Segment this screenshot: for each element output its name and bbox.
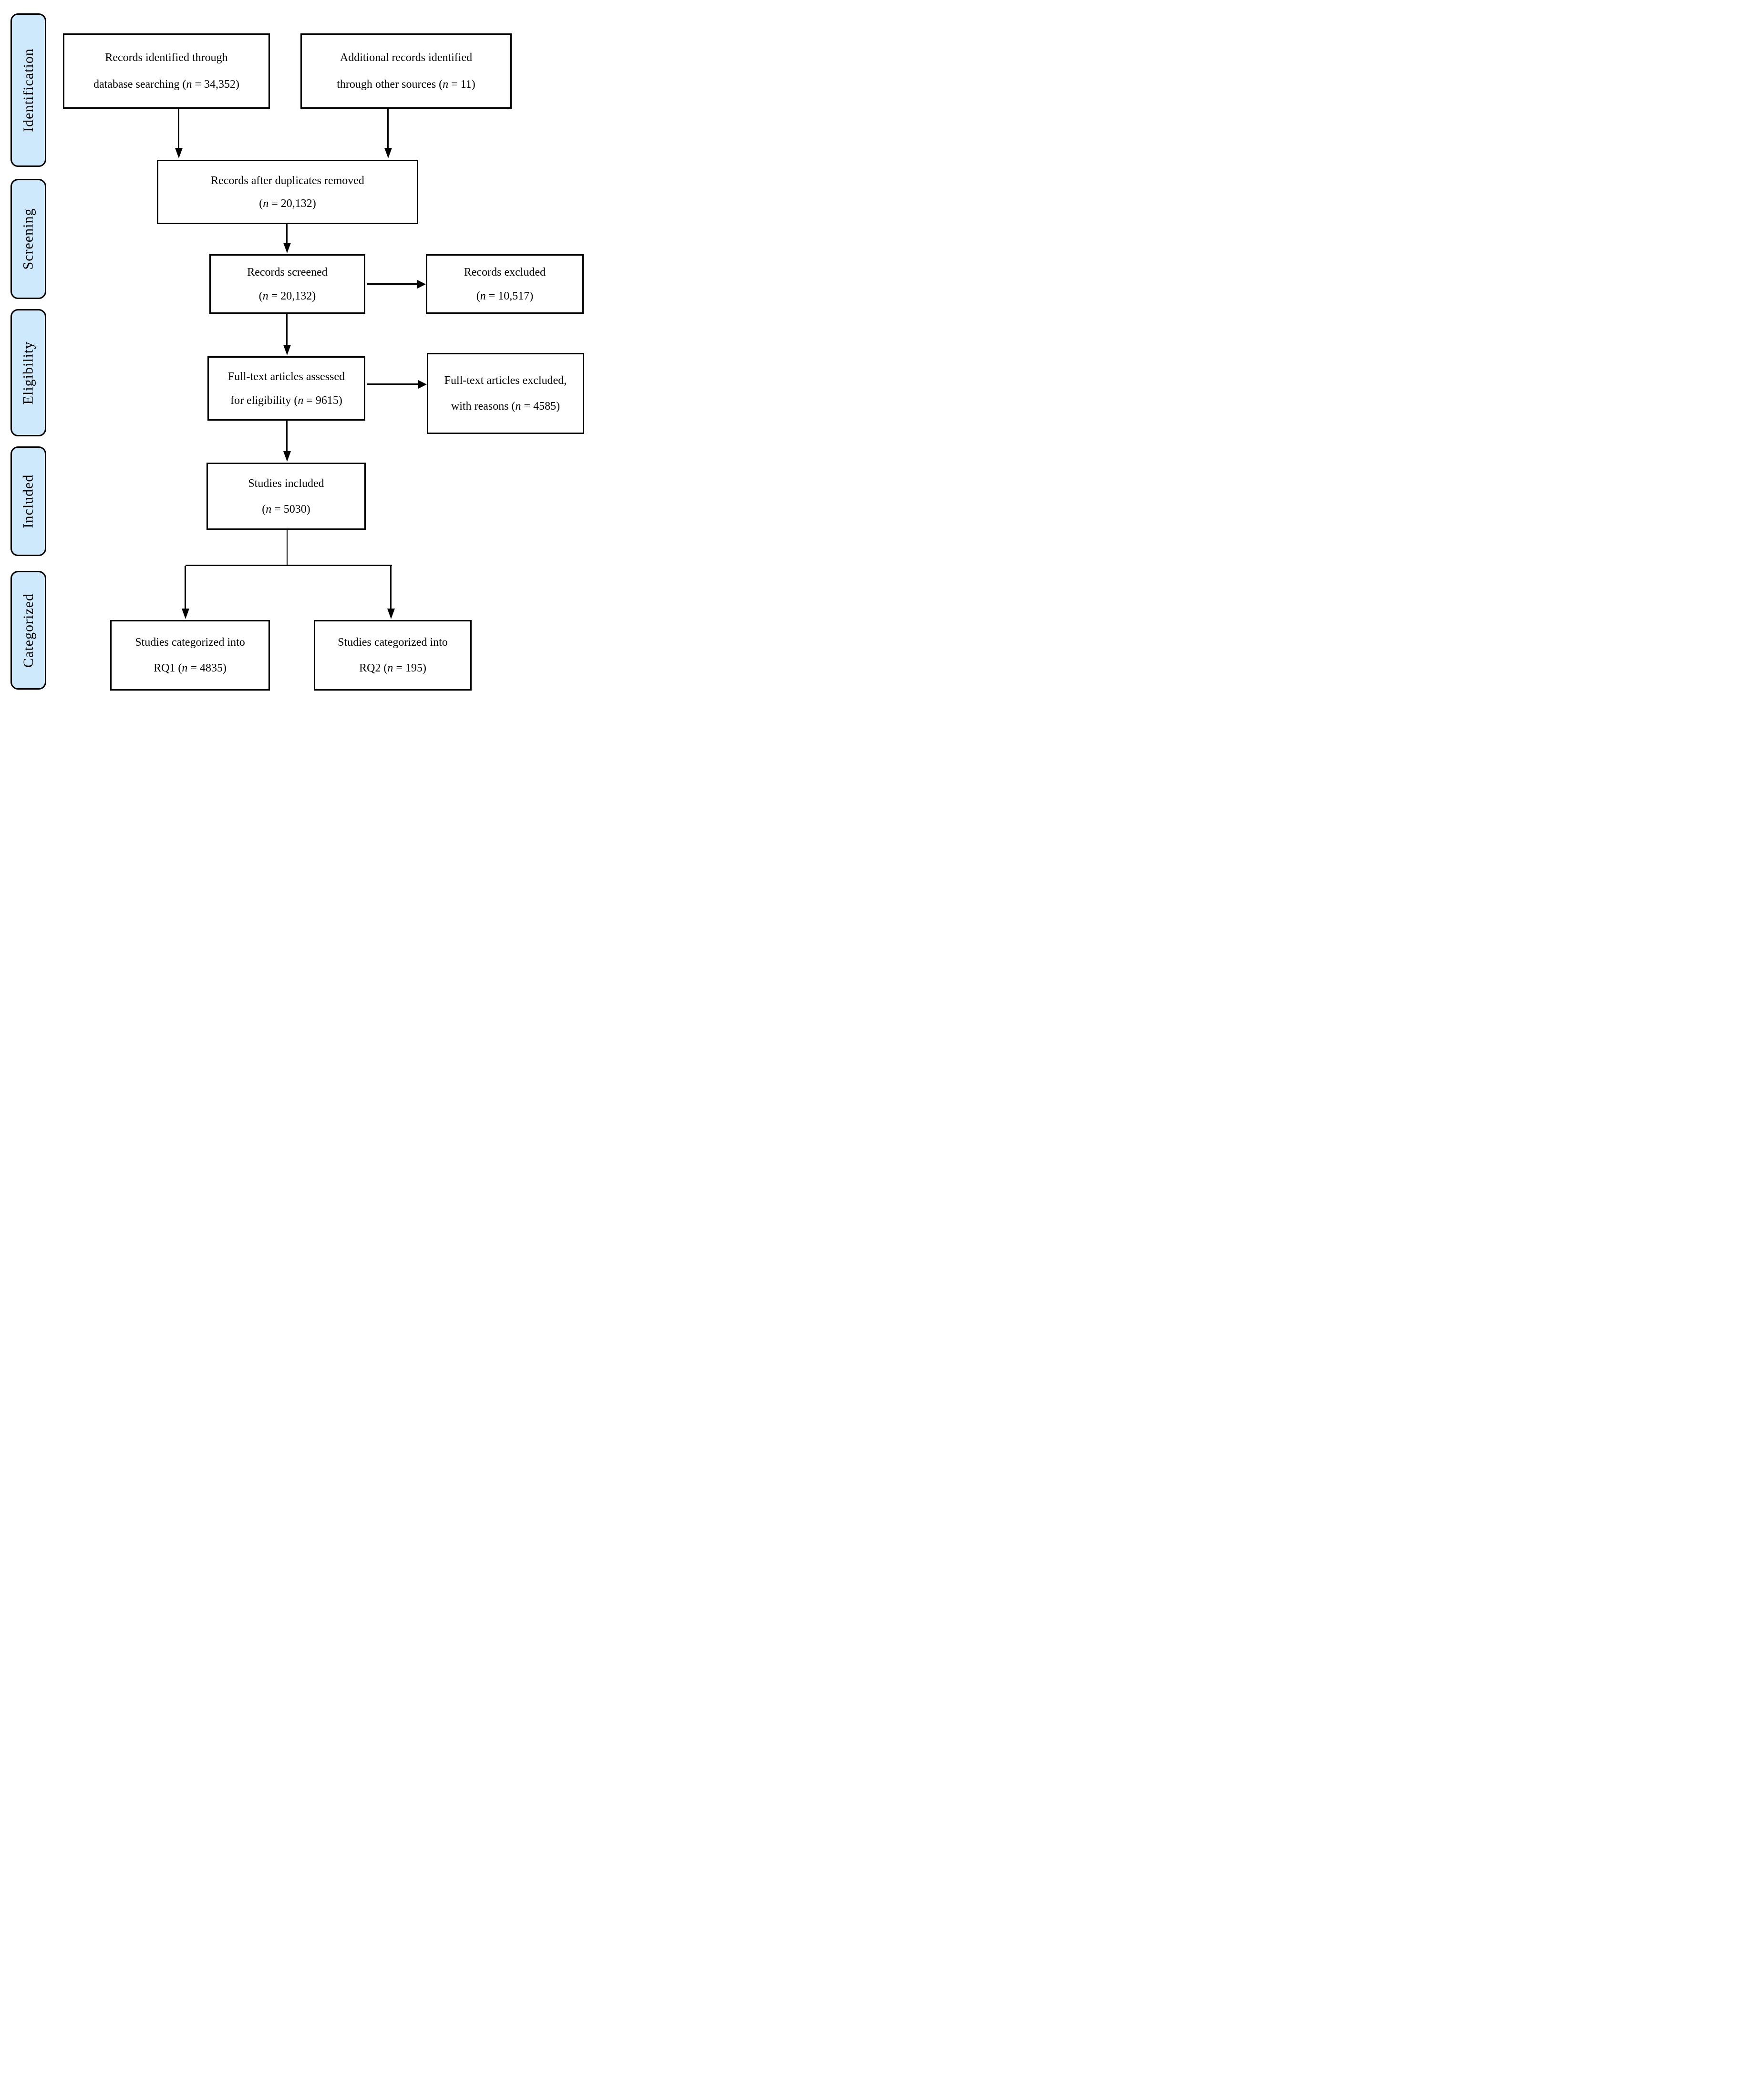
box-studies-rq1: Studies categorized into RQ1 (n = 4835): [110, 620, 270, 691]
arrow-split-to-rq2: [390, 566, 392, 609]
box-studies-included: Studies included (n = 5030): [206, 463, 366, 530]
box-text-line: database searching (n = 34,352): [93, 78, 240, 91]
box-text-line: (n = 10,517): [476, 289, 534, 302]
box-text-line: Studies categorized into: [338, 636, 448, 649]
box-text-line: RQ2 (n = 195): [359, 662, 426, 674]
box-text-line: (n = 20,132): [259, 197, 316, 210]
box-text-line: for eligibility (n = 9615): [230, 394, 342, 407]
arrow-screened-to-excluded: [367, 283, 417, 285]
box-studies-rq2: Studies categorized into RQ2 (n = 195): [314, 620, 472, 691]
box-records-excluded: Records excluded (n = 10,517): [426, 254, 584, 314]
stage-pill-identification: Identification: [10, 13, 46, 167]
connector-split-horizontal: [186, 565, 392, 566]
stage-pill-screening: Screening: [10, 179, 46, 299]
stage-pill-categorized: Categorized: [10, 571, 46, 690]
box-text-line: Records excluded: [464, 266, 546, 279]
box-additional-records: Additional records identified through ot…: [300, 33, 512, 109]
arrow-fulltext-to-included: [286, 421, 288, 451]
stage-pill-eligibility: Eligibility: [10, 309, 46, 436]
box-text-line: Records after duplicates removed: [211, 174, 364, 187]
box-text-line: through other sources (n = 11): [337, 78, 475, 91]
stage-label-included: Included: [20, 474, 36, 528]
box-text-line: Records identified through: [105, 52, 228, 64]
box-fulltext-excluded: Full-text articles excluded, with reason…: [427, 353, 584, 434]
arrow-additional-to-duplicates: [387, 109, 389, 148]
box-text-line: (n = 20,132): [258, 289, 316, 302]
stage-label-eligibility: Eligibility: [20, 341, 36, 404]
box-text-line: with reasons (n = 4585): [451, 400, 560, 413]
arrow-fulltext-to-excluded: [367, 383, 418, 385]
box-records-identified: Records identified through database sear…: [63, 33, 270, 109]
box-records-screened: Records screened (n = 20,132): [209, 254, 365, 314]
prisma-flow-diagram: Identification Screening Eligibility Inc…: [0, 0, 588, 692]
box-text-line: Records screened: [247, 266, 328, 279]
arrow-identified-to-duplicates: [178, 109, 179, 148]
box-text-line: Studies included: [248, 477, 324, 490]
box-text-line: Full-text articles assessed: [227, 370, 345, 383]
stage-label-screening: Screening: [20, 208, 36, 270]
box-text-line: Studies categorized into: [135, 636, 245, 649]
stage-pill-included: Included: [10, 446, 46, 556]
box-text-line: Additional records identified: [340, 52, 473, 64]
connector-split-stem: [287, 530, 288, 565]
stage-label-categorized: Categorized: [20, 593, 36, 668]
arrow-duplicates-to-screened: [286, 224, 288, 243]
box-fulltext-assessed: Full-text articles assessed for eligibil…: [207, 356, 365, 421]
arrow-split-to-rq1: [185, 566, 186, 609]
box-text-line: (n = 5030): [262, 503, 310, 516]
box-text-line: Full-text articles excluded,: [444, 374, 567, 387]
stage-label-identification: Identification: [20, 48, 36, 132]
box-text-line: RQ1 (n = 4835): [154, 662, 227, 674]
arrow-screened-to-fulltext: [286, 314, 288, 345]
box-duplicates-removed: Records after duplicates removed (n = 20…: [157, 160, 418, 224]
